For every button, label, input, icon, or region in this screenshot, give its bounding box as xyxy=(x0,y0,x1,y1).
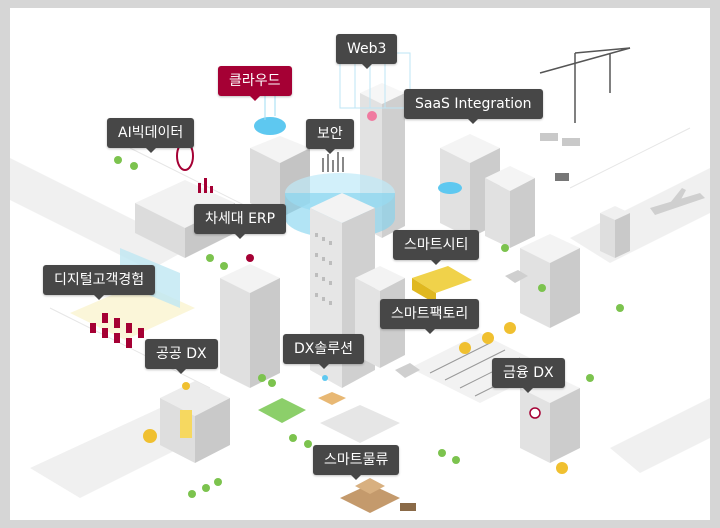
tag-next-erp[interactable]: 차세대 ERP xyxy=(194,204,287,239)
tag-web3[interactable]: Web3 xyxy=(336,34,398,69)
trees xyxy=(114,156,624,498)
tag-smart-factory[interactable]: 스마트팩토리 xyxy=(380,299,480,334)
smart-city-illustration: Web3 클라우드 SaaS Integration AI빅데이터 보안 차세대… xyxy=(10,8,710,520)
saas-buildings xyxy=(438,134,535,248)
erp-building xyxy=(220,254,280,388)
vans xyxy=(395,270,528,378)
tag-digital-cx[interactable]: 디지털고객경험 xyxy=(43,265,156,300)
bus xyxy=(412,266,472,304)
isometric-city-scene xyxy=(10,47,710,513)
tag-ai-bigdata[interactable]: AI빅데이터 xyxy=(107,118,195,153)
tag-saas-integration[interactable]: SaaS Integration xyxy=(404,89,543,124)
construction-yard xyxy=(540,133,580,181)
tag-finance-dx[interactable]: 금융 DX xyxy=(492,358,565,393)
airport-tower xyxy=(600,206,630,258)
public-building xyxy=(143,381,230,463)
digital-cx-hall xyxy=(70,248,195,348)
tag-public-dx[interactable]: 공공 DX xyxy=(145,339,218,374)
airplane xyxy=(650,188,705,215)
dx-solution-park xyxy=(258,375,346,423)
tag-cloud[interactable]: 클라우드 xyxy=(218,66,292,101)
crane xyxy=(539,47,631,123)
tag-security[interactable]: 보안 xyxy=(306,119,354,154)
tag-dx-solution[interactable]: DX솔루션 xyxy=(283,334,365,369)
tag-smart-logistics[interactable]: 스마트물류 xyxy=(313,445,400,480)
tag-smart-city[interactable]: 스마트시티 xyxy=(393,230,480,265)
logistics-warehouse xyxy=(320,405,416,513)
